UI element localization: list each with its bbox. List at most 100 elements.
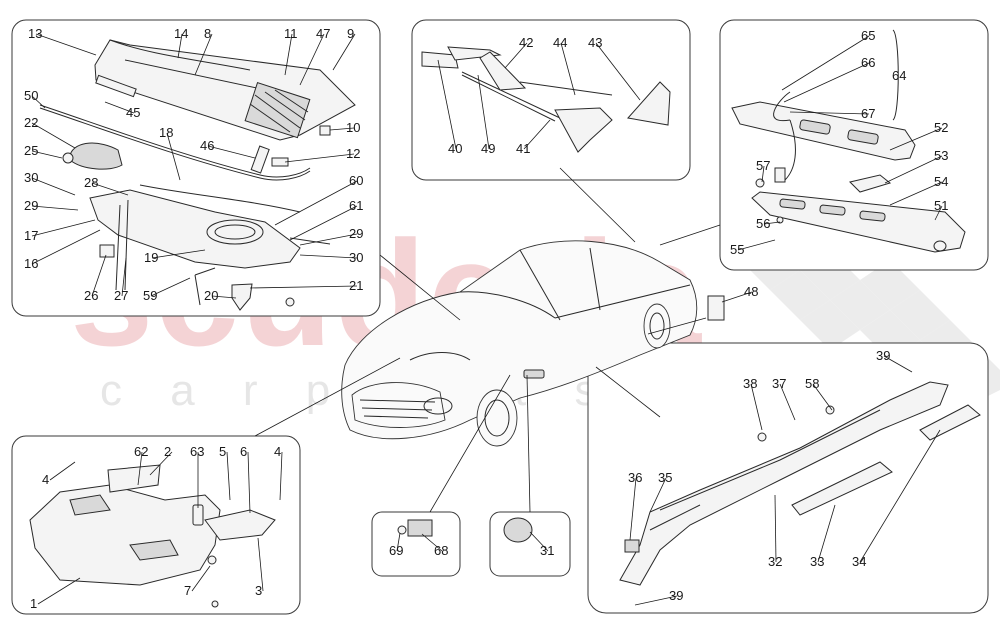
part-number-6: 6 — [240, 444, 247, 459]
part-number-51: 51 — [934, 198, 948, 213]
callout-leader — [299, 254, 358, 259]
callout-leader — [477, 74, 490, 150]
part-number-10: 10 — [346, 120, 360, 135]
part-number-45: 45 — [126, 105, 140, 120]
callout-leader — [91, 254, 107, 297]
callout-leader — [31, 177, 76, 196]
part-number-61: 61 — [349, 198, 363, 213]
part-number-32: 32 — [768, 554, 782, 569]
callout-leader — [332, 33, 356, 71]
callout-leader — [31, 95, 46, 109]
part-number-55: 55 — [730, 242, 744, 257]
grille-panel — [489, 511, 571, 577]
part-number-29: 29 — [24, 198, 38, 213]
part-number-2: 2 — [164, 444, 171, 459]
part-number-25: 25 — [24, 143, 38, 158]
callout-leader — [279, 451, 283, 501]
callout-leader — [737, 239, 776, 251]
callout-leader — [149, 451, 173, 476]
callout-leader — [421, 533, 443, 552]
badge-panel — [371, 511, 461, 577]
callout-leader — [31, 122, 76, 149]
callout-leader — [31, 229, 101, 265]
part-number-4: 4 — [274, 444, 281, 459]
part-number-11: 11 — [284, 26, 298, 41]
callout-leader — [884, 155, 943, 184]
callout-leader — [49, 461, 76, 481]
part-number-66: 66 — [861, 55, 875, 70]
part-number-56: 56 — [756, 216, 770, 231]
callout-leader — [299, 33, 325, 86]
part-number-62: 62 — [134, 444, 148, 459]
part-number-47: 47 — [316, 26, 330, 41]
part-number-65: 65 — [861, 28, 875, 43]
callout-leader — [166, 132, 181, 181]
part-number-30: 30 — [349, 250, 363, 265]
part-number-43: 43 — [588, 35, 602, 50]
part-number-37: 37 — [772, 376, 786, 391]
panel-leaders — [254, 167, 721, 513]
part-number-5: 5 — [219, 444, 226, 459]
callout-leader — [789, 111, 870, 115]
callout-leader — [859, 429, 941, 563]
part-number-36: 36 — [628, 470, 642, 485]
callout-leader — [750, 383, 763, 431]
callout-leader — [104, 101, 135, 114]
callout-leader — [299, 233, 358, 246]
callout-leader — [649, 477, 667, 513]
part-number-41: 41 — [516, 141, 530, 156]
callout-leader — [779, 383, 796, 421]
part-number-14: 14 — [174, 26, 188, 41]
callout-leader — [249, 285, 358, 289]
callout-leader — [284, 33, 293, 76]
callout-leader — [274, 180, 358, 226]
part-number-17: 17 — [24, 228, 38, 243]
part-number-54: 54 — [934, 174, 948, 189]
callout-leader — [812, 383, 833, 411]
part-number-22: 22 — [24, 115, 38, 130]
callout-leader — [247, 451, 251, 514]
callout-leader — [31, 219, 96, 237]
callout-leader — [257, 537, 264, 592]
callout-leader — [783, 62, 870, 103]
part-number-8: 8 — [204, 26, 211, 41]
part-number-29: 29 — [349, 226, 363, 241]
callout-leader — [761, 165, 765, 183]
callout-lines — [31, 33, 943, 606]
label-plate — [707, 295, 725, 321]
part-number-34: 34 — [852, 554, 866, 569]
callout-leader — [207, 145, 256, 159]
badge-68-shape — [407, 519, 433, 537]
part-number-38: 38 — [743, 376, 757, 391]
callout-leader — [31, 150, 63, 159]
badge-69-shape — [397, 525, 407, 535]
part-number-33: 33 — [810, 554, 824, 569]
callout-leader — [226, 451, 231, 501]
trim-panel-parts — [421, 46, 671, 153]
callout-leader — [523, 119, 551, 150]
callout-leader — [211, 295, 237, 299]
part-number-16: 16 — [24, 256, 38, 271]
undertray-parts — [29, 464, 276, 608]
part-number-28: 28 — [84, 175, 98, 190]
callout-leader — [284, 153, 355, 163]
callout-leader — [37, 577, 81, 605]
part-number-18: 18 — [159, 125, 173, 140]
callout-leader — [91, 182, 129, 196]
plate-panel-parts — [731, 29, 966, 253]
callout-leader — [177, 33, 183, 59]
part-number-7: 7 — [184, 583, 191, 598]
part-number-57: 57 — [756, 158, 770, 173]
part-number-48: 48 — [744, 284, 758, 299]
part-number-53: 53 — [934, 148, 948, 163]
car-body — [341, 240, 698, 447]
part-number-64: 64 — [892, 68, 906, 83]
callout-leader — [560, 42, 576, 96]
callout-leader — [883, 355, 913, 373]
part-number-63: 63 — [190, 444, 204, 459]
part-number-68: 68 — [434, 543, 448, 558]
callout-leader — [437, 59, 457, 150]
